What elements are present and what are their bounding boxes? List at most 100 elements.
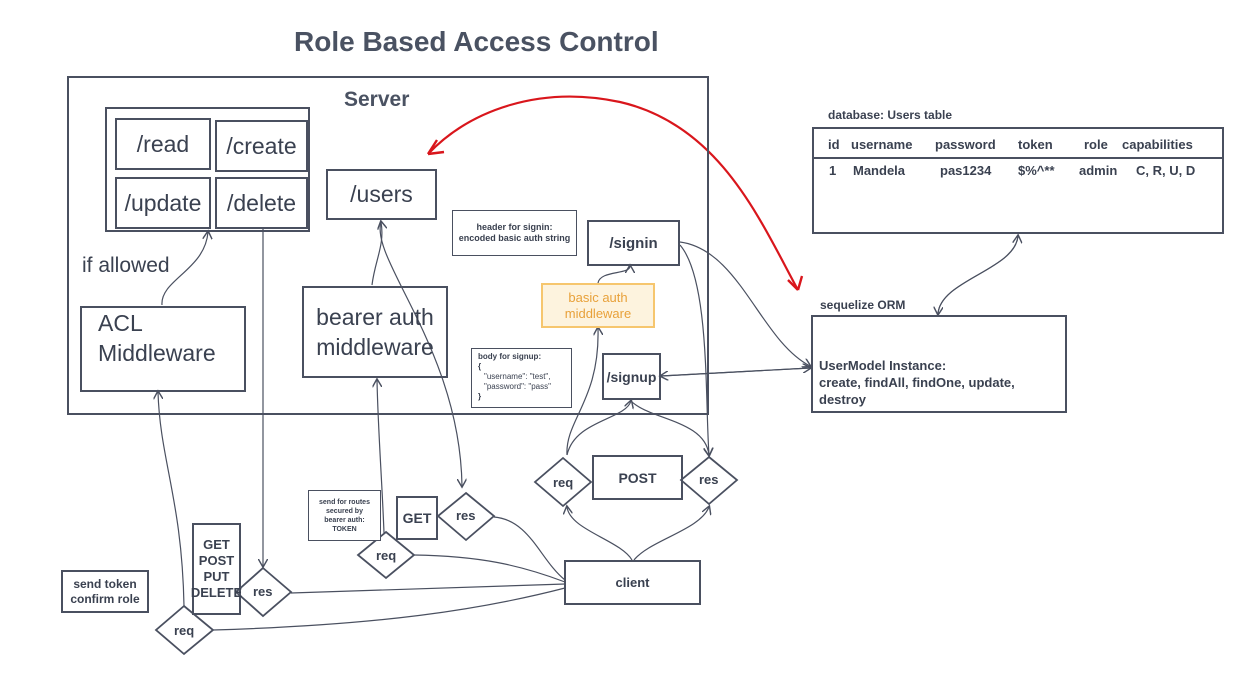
col-password: password bbox=[935, 137, 996, 152]
users-table bbox=[812, 127, 1224, 234]
route-users-label: /users bbox=[350, 181, 413, 207]
line-req-client-left bbox=[212, 587, 566, 631]
body-note-line-2: { bbox=[478, 362, 482, 371]
bearer-note-line-4: TOKEN bbox=[332, 525, 357, 533]
route-create-label: /create bbox=[226, 132, 297, 159]
diamond-req-left bbox=[154, 604, 215, 656]
table-header-divider bbox=[813, 157, 1223, 159]
orm-label: sequelize ORM bbox=[820, 298, 906, 312]
route-update-label: /update bbox=[124, 189, 202, 216]
line-signin-orm bbox=[679, 241, 810, 366]
database-label: database: Users table bbox=[828, 108, 953, 122]
col-username: username bbox=[851, 137, 913, 152]
route-signup-label: /signup bbox=[606, 368, 657, 385]
orm-box bbox=[811, 315, 1067, 413]
client-label: client bbox=[615, 575, 650, 590]
diamond-res-left bbox=[234, 566, 293, 618]
body-note-line-5: } bbox=[478, 392, 482, 401]
col-id: id bbox=[828, 137, 840, 152]
arrow-req-to-acl bbox=[158, 392, 185, 607]
acl-line-2: Middleware bbox=[98, 340, 216, 366]
line-res-client-mid bbox=[493, 516, 566, 581]
route-delete: /delete bbox=[215, 177, 308, 229]
bearer-auth-middleware: bearer auth middleware bbox=[302, 286, 448, 378]
arrow-signin-to-res bbox=[679, 244, 709, 455]
req-mid-label: req bbox=[376, 548, 397, 563]
col-token: token bbox=[1018, 137, 1053, 152]
diamond-req-mid bbox=[356, 530, 416, 580]
route-signin: /signin bbox=[587, 220, 680, 266]
bearer-line-2: middleware bbox=[316, 334, 434, 360]
header-note-line-2: encoded basic auth string bbox=[458, 233, 571, 243]
cell-role: admin bbox=[1079, 163, 1118, 178]
arrow-basic-to-signin bbox=[597, 266, 630, 284]
acl-middleware: ACL Middleware bbox=[80, 306, 246, 392]
line-res-client-left bbox=[290, 583, 566, 594]
res-right-label: res bbox=[699, 472, 719, 487]
route-read-label: /read bbox=[136, 130, 190, 157]
arrow-req-to-signup bbox=[566, 401, 631, 456]
body-note-line-1: body for signup: bbox=[478, 352, 542, 361]
body-note-line-4: "password": "pass" bbox=[484, 382, 551, 391]
header-note-line-1: header for signin: bbox=[476, 222, 553, 232]
cell-id: 1 bbox=[829, 163, 837, 178]
arrow-users-to-res bbox=[379, 221, 462, 486]
basic-line-1: basic auth bbox=[568, 289, 628, 305]
body-note-line-3: "username": "test", bbox=[484, 372, 551, 381]
route-delete-label: /delete bbox=[226, 189, 297, 216]
acl-line-1: ACL bbox=[98, 310, 143, 336]
bearer-note: send for routes secured by bearer auth: … bbox=[308, 490, 381, 541]
method-put: PUT bbox=[203, 569, 230, 584]
route-update: /update bbox=[115, 177, 211, 229]
post-label-box: POST bbox=[592, 455, 683, 500]
route-read: /read bbox=[115, 118, 211, 170]
bearer-note-line-1: send for routes bbox=[319, 498, 370, 506]
header-note: header for signin: encoded basic auth st… bbox=[452, 210, 577, 256]
line-client-res-right bbox=[633, 507, 709, 561]
orm-line-1: UserModel Instance: bbox=[819, 358, 947, 373]
route-signin-label: /signin bbox=[609, 234, 658, 252]
get-label-box: GET bbox=[396, 496, 438, 540]
method-delete: DELETE bbox=[190, 585, 243, 600]
server-label: Server bbox=[344, 88, 410, 111]
get-label: GET bbox=[402, 510, 432, 526]
diamond-req-right bbox=[533, 456, 593, 508]
res-mid-label: res bbox=[456, 508, 476, 523]
arrow-req-to-bearer bbox=[377, 380, 385, 534]
if-allowed-label: if allowed bbox=[82, 254, 170, 277]
bearer-note-line-2: secured by bbox=[326, 507, 363, 515]
cell-username: Mandela bbox=[853, 163, 906, 178]
route-signup: /signup bbox=[602, 353, 661, 400]
post-label: POST bbox=[618, 469, 657, 486]
page-title: Role Based Access Control bbox=[294, 26, 659, 57]
client-box: client bbox=[564, 560, 701, 605]
red-arrow bbox=[426, 95, 804, 291]
bearer-note-line-3: bearer auth: bbox=[324, 516, 365, 524]
cell-password: pas1234 bbox=[940, 163, 992, 178]
req-left-label: req bbox=[174, 623, 195, 638]
route-create: /create bbox=[215, 120, 308, 172]
line-req-client-mid bbox=[413, 554, 566, 583]
arrow-signup-to-res bbox=[630, 400, 709, 455]
route-group-box bbox=[105, 107, 310, 232]
col-role: role bbox=[1084, 137, 1108, 152]
diamond-res-right bbox=[679, 455, 739, 506]
orm-line-3: destroy bbox=[819, 392, 866, 407]
arrow-bearer-to-users bbox=[371, 222, 382, 286]
method-post: POST bbox=[198, 553, 235, 568]
diamond-res-mid bbox=[436, 491, 496, 542]
send-token-box: send token confirm role bbox=[61, 570, 149, 613]
basic-auth-middleware: basic auth middleware bbox=[541, 283, 655, 328]
basic-line-2: middleware bbox=[564, 305, 632, 321]
method-get: GET bbox=[203, 537, 230, 552]
methods-box: GET POST PUT DELETE bbox=[190, 523, 243, 615]
arrow-acl-to-routes bbox=[161, 232, 208, 306]
body-note: body for signup: { "username": "test", "… bbox=[471, 348, 572, 408]
line-client-req-right bbox=[567, 507, 633, 561]
route-users: /users bbox=[326, 169, 437, 220]
bearer-line-1: bearer auth bbox=[316, 304, 434, 330]
arrow-req-to-basic bbox=[566, 328, 598, 456]
server-box bbox=[67, 76, 709, 415]
cell-token: $%^** bbox=[1018, 163, 1055, 178]
